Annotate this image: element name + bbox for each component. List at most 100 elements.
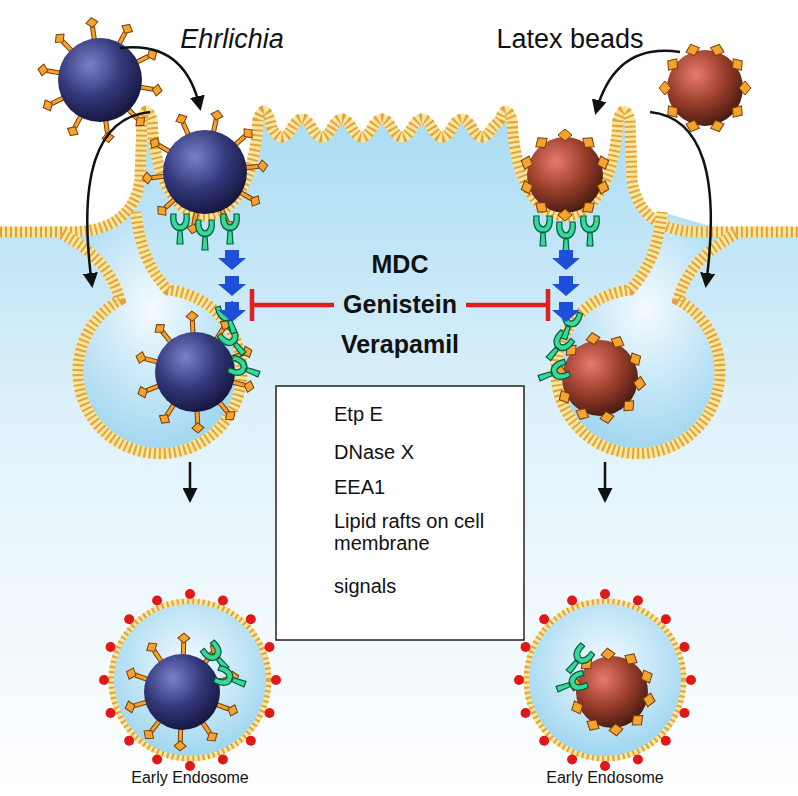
etp-head bbox=[204, 729, 220, 744]
etp-coat bbox=[684, 42, 701, 58]
etp-head bbox=[226, 703, 240, 718]
particle-label: Latex beads bbox=[496, 25, 643, 55]
particle-label: Ehrlichia bbox=[180, 25, 284, 55]
eea1-dot bbox=[185, 589, 195, 599]
eea1-dot bbox=[521, 708, 531, 718]
etp-head bbox=[186, 311, 199, 322]
particle-body bbox=[144, 654, 220, 730]
etp-coat bbox=[532, 198, 550, 216]
etp-coat bbox=[519, 179, 535, 196]
etp-coat bbox=[622, 650, 640, 667]
compartment-label: Early Endosome bbox=[546, 769, 663, 787]
eea1-dot bbox=[567, 596, 577, 606]
etp-head bbox=[125, 666, 139, 681]
etp-head bbox=[240, 125, 255, 141]
etp-head bbox=[192, 423, 205, 434]
dnase-x bbox=[581, 216, 600, 246]
membrane-rafts bbox=[0, 111, 798, 232]
particle-body bbox=[667, 50, 743, 126]
legend-text: Lipid rafts on cell membrane bbox=[334, 510, 499, 554]
membrane-rafts bbox=[529, 604, 681, 756]
etp-coat bbox=[709, 42, 726, 58]
etp-head bbox=[210, 109, 224, 121]
etp-coat bbox=[608, 723, 623, 736]
etp-coat bbox=[628, 711, 646, 729]
dnase-x bbox=[221, 214, 240, 244]
eea1-dot bbox=[152, 596, 162, 606]
eea1-dot bbox=[246, 736, 256, 746]
legend-text: Etp E bbox=[334, 403, 383, 425]
etp-coat bbox=[595, 179, 611, 196]
eea1-dot bbox=[679, 642, 689, 652]
dnase-x bbox=[541, 330, 575, 365]
inhibitor-name: Verapamil bbox=[341, 331, 459, 359]
etp-coat bbox=[728, 55, 746, 73]
legend-text: DNase X bbox=[334, 441, 414, 463]
etp-coat bbox=[600, 648, 615, 661]
eea1-dot bbox=[600, 589, 610, 599]
eea1-dot bbox=[218, 596, 228, 606]
etp-head bbox=[151, 83, 163, 97]
etp-head bbox=[124, 700, 137, 714]
particle-body bbox=[163, 130, 247, 214]
eea1-dot bbox=[514, 675, 524, 685]
etp-head bbox=[144, 640, 160, 655]
etp-head bbox=[37, 63, 49, 77]
etp-coat bbox=[659, 81, 671, 95]
etp-head bbox=[152, 321, 168, 336]
latex-bead bbox=[519, 129, 611, 221]
eea1-dot bbox=[539, 736, 549, 746]
etp-coat bbox=[638, 668, 655, 686]
particles-and-proteins bbox=[37, 17, 751, 771]
inhibitor-name: Genistein bbox=[343, 291, 457, 319]
signal-arrow bbox=[552, 276, 580, 296]
signal-arrow bbox=[218, 276, 246, 296]
etp-head bbox=[174, 741, 186, 751]
etp-coat bbox=[584, 716, 602, 733]
etp-coat bbox=[579, 134, 597, 152]
eea1-dot bbox=[633, 754, 643, 764]
signal-arrow bbox=[218, 250, 246, 270]
particle-body bbox=[58, 38, 142, 122]
inhibitor-name: MDC bbox=[372, 251, 429, 279]
etp-coat bbox=[558, 129, 572, 141]
eea1-dot bbox=[661, 614, 671, 624]
etp-head bbox=[85, 17, 98, 29]
eea1-dot bbox=[686, 675, 696, 685]
signal-arrow bbox=[552, 250, 580, 270]
eea1-dot bbox=[661, 736, 671, 746]
etp-head bbox=[142, 172, 153, 185]
eea1-dot bbox=[264, 642, 274, 652]
etp-coat bbox=[709, 118, 726, 134]
etp-coat bbox=[532, 134, 550, 152]
etp-head bbox=[120, 22, 135, 36]
legend-box bbox=[276, 386, 524, 640]
lipid-raft-membranes bbox=[0, 111, 798, 756]
etp-head bbox=[248, 193, 263, 208]
eea1-dot bbox=[567, 754, 577, 764]
etp-coat bbox=[579, 198, 597, 216]
particle-body bbox=[155, 332, 235, 412]
particle-body bbox=[562, 340, 638, 416]
eea1-dot bbox=[106, 708, 116, 718]
inhibition-lines bbox=[252, 289, 548, 321]
eea1-dot bbox=[124, 614, 134, 624]
cytoplasm bbox=[0, 111, 798, 796]
etp-head bbox=[174, 112, 189, 126]
etp-head bbox=[41, 98, 55, 113]
etp-coat bbox=[620, 397, 638, 415]
etp-coat bbox=[633, 376, 647, 392]
early-endosome-right bbox=[529, 604, 681, 756]
ehrlichia-cell bbox=[124, 633, 241, 751]
dnase-x bbox=[534, 216, 553, 246]
signal-arrow bbox=[218, 302, 246, 322]
etp-head bbox=[157, 412, 173, 427]
dnase-x bbox=[214, 665, 249, 693]
etp-coat bbox=[627, 350, 644, 368]
membrane-base bbox=[529, 604, 681, 756]
signal-arrow bbox=[552, 302, 580, 322]
dnase-x bbox=[554, 670, 589, 698]
etp-coat bbox=[609, 334, 627, 351]
